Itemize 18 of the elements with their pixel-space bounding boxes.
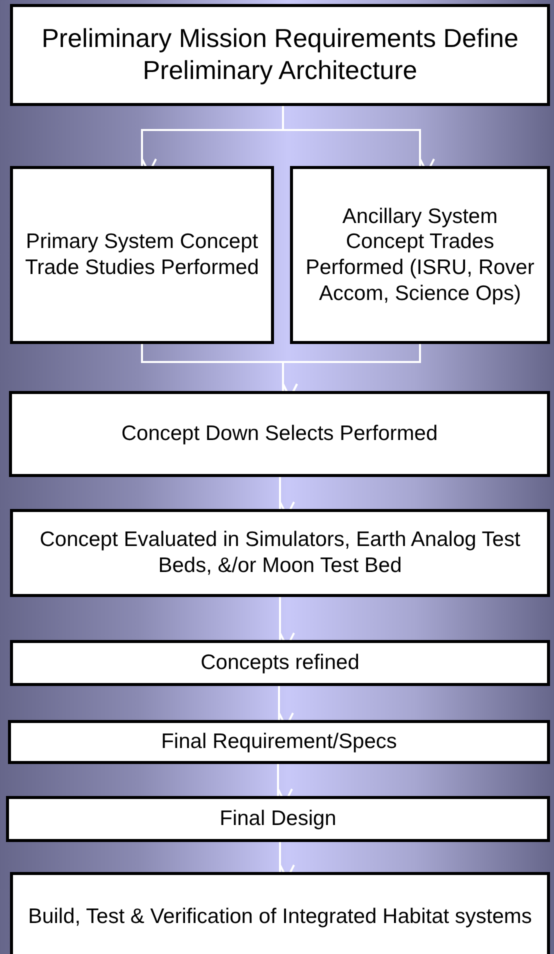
process-box — [6, 796, 550, 842]
process-box — [290, 166, 550, 344]
box-label: Concepts refined — [200, 650, 360, 676]
box-label: Concept Evaluated in Simulators, Earth Analog Test Beds, &/or Moon Test Bed — [38, 527, 522, 579]
box-label: Build, Test & Verification of Integrated Habitat systems — [28, 904, 532, 930]
process-box — [9, 391, 550, 477]
box-label: Primary System Concept Trade Studies Performed — [24, 229, 260, 281]
process-box — [8, 720, 550, 764]
box-label: Final Design — [220, 806, 336, 832]
process-box — [10, 509, 550, 597]
box-label: Final Requirement/Specs — [161, 729, 397, 755]
box-label: Ancillary System Concept Trades Performed (ISRU, Rover Accom, Science Ops) — [304, 204, 536, 306]
box-label: Preliminary Mission Requirements Define Preliminary Architecture — [40, 23, 520, 87]
process-box — [10, 640, 550, 686]
process-box — [10, 4, 550, 106]
process-box — [10, 166, 274, 344]
process-box — [10, 872, 550, 954]
box-label: Concept Down Selects Performed — [121, 421, 438, 447]
